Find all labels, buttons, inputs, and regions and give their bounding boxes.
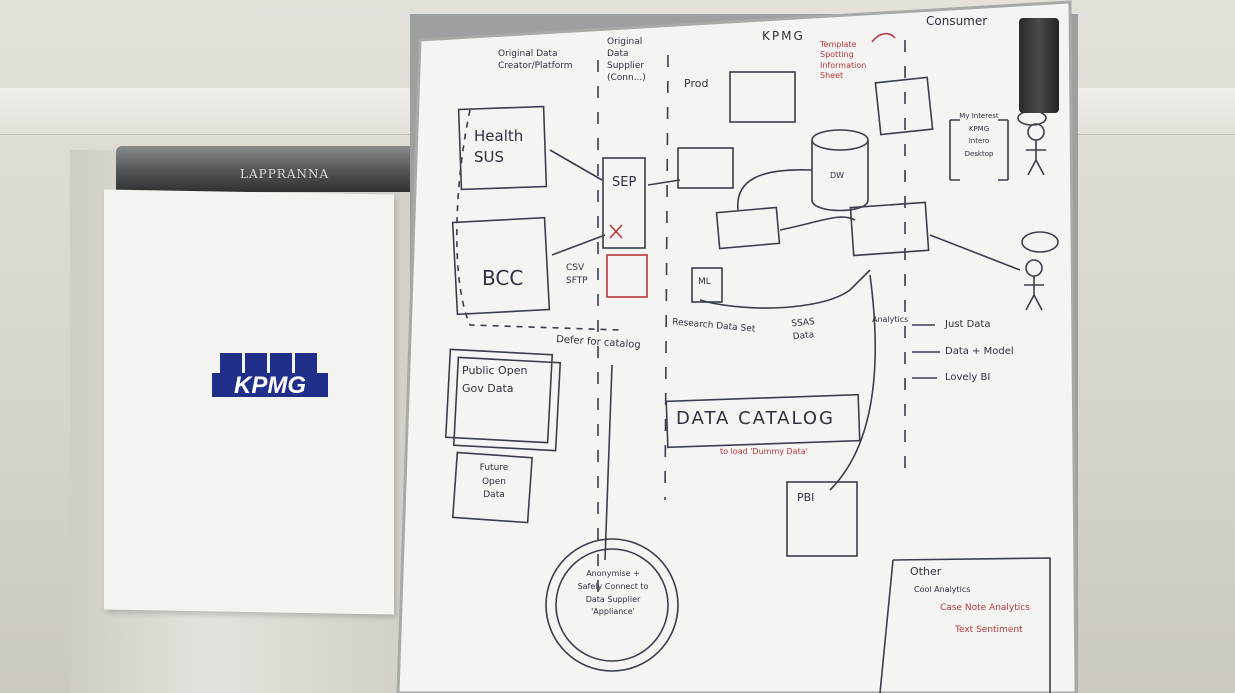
analytics-note: Analytics bbox=[872, 315, 909, 324]
data-catalog-subtitle: to load 'Dummy Data' bbox=[720, 447, 808, 456]
label-original-supplier: Original Data Supplier (Conn...) bbox=[607, 37, 646, 84]
other-text-sentiment: Text Sentiment bbox=[955, 625, 1023, 635]
dw-label: DW bbox=[830, 171, 845, 180]
health-sus-label: Health SUS bbox=[474, 127, 524, 166]
consumer-item-3: Lovely BI bbox=[945, 372, 991, 383]
kpmg-logo: KPMG bbox=[212, 353, 328, 399]
label-kpmg: KPMG bbox=[762, 29, 805, 43]
public-data-label: Public Open Gov Data bbox=[462, 364, 528, 395]
kpmg-logo-text: KPMG bbox=[234, 372, 306, 399]
data-catalog-title: DATA CATALOG bbox=[676, 408, 835, 429]
other-subtitle: Cool Analytics bbox=[914, 585, 971, 594]
my-interest-label: My Interest KPMG Intero Desktop bbox=[959, 112, 999, 158]
ml-label: ML bbox=[698, 277, 711, 287]
flipchart-brand: LAPPRANNA bbox=[240, 167, 330, 181]
other-case-notes: Case Note Analytics bbox=[940, 603, 1030, 613]
consumer-item-1: Just Data bbox=[945, 319, 991, 330]
label-consumer: Consumer bbox=[926, 14, 988, 28]
sep-label: SEP bbox=[612, 175, 637, 190]
ssas-note: SSAS Data bbox=[790, 317, 816, 342]
other-title: Other bbox=[910, 565, 942, 578]
future-data-label: Future Open Data bbox=[479, 463, 509, 500]
template-note: Template Spotting Information Sheet bbox=[820, 40, 867, 81]
csv-note: CSV SFTP bbox=[566, 263, 588, 286]
appliance-circle-text: Anonymise + Safely Connect to Data Suppl… bbox=[577, 569, 649, 617]
whiteboard-eraser bbox=[1019, 18, 1059, 113]
consumer-item-2: Data + Model bbox=[945, 346, 1014, 357]
label-original-creator: Original Data Creator/Platform bbox=[498, 49, 573, 72]
pbi-label: PBI bbox=[797, 491, 815, 504]
flipchart-header bbox=[116, 146, 416, 192]
label-prod: Prod bbox=[684, 77, 709, 90]
bcc-label: BCC bbox=[482, 266, 524, 290]
